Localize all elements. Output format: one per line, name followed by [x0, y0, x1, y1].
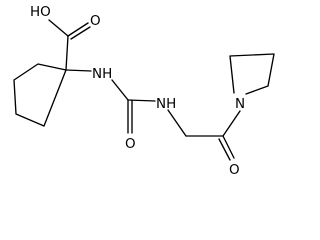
chemical-structure: HO O NH O NH O N: [13, 4, 275, 178]
pyrrolidine-ring: N: [229, 53, 275, 112]
pyrrolidine-bonds: [229, 53, 275, 95]
ketone-oxygen-label: O: [229, 162, 240, 178]
bond-nh-methylene: [167, 109, 187, 137]
pyrrolidine-nitrogen-label: N: [235, 96, 245, 112]
carboxylic-acid-group: HO O: [30, 4, 101, 71]
urea-oxygen-label: O: [125, 136, 136, 152]
amine-nh-left-label: NH: [92, 66, 112, 82]
bond-carboxyl-double-o-b: [70, 26, 91, 40]
bond-ketone-double-o-a: [222, 135, 235, 159]
carboxyl-oxygen-label: O: [90, 13, 101, 29]
bond-carboxyl-hydroxyl: [48, 19, 69, 37]
bond-ketone-double-o-b: [218, 138, 231, 161]
bond-nh-carbonyl-carbon: [111, 79, 129, 101]
bond-quaternary-carbon-nh: [65, 69, 92, 72]
cyclopentane-bonds: [13, 63, 67, 127]
carboxyl-hydroxyl-label: HO: [30, 4, 51, 20]
amine-nh-right-label: NH: [156, 96, 176, 112]
urea-linkage: NH O NH: [65, 66, 176, 152]
bond-carboxyl-double-o-a: [67, 22, 89, 37]
bond-carbonyl-carbon-nh: [127, 99, 156, 102]
glycyl-ketone-segment: O: [167, 109, 241, 178]
bond-carbonyl-nitrogen: [222, 110, 241, 137]
bond-quaternary-carbon-carboxyl: [65, 35, 69, 71]
cyclopentane-ring: [13, 63, 67, 127]
